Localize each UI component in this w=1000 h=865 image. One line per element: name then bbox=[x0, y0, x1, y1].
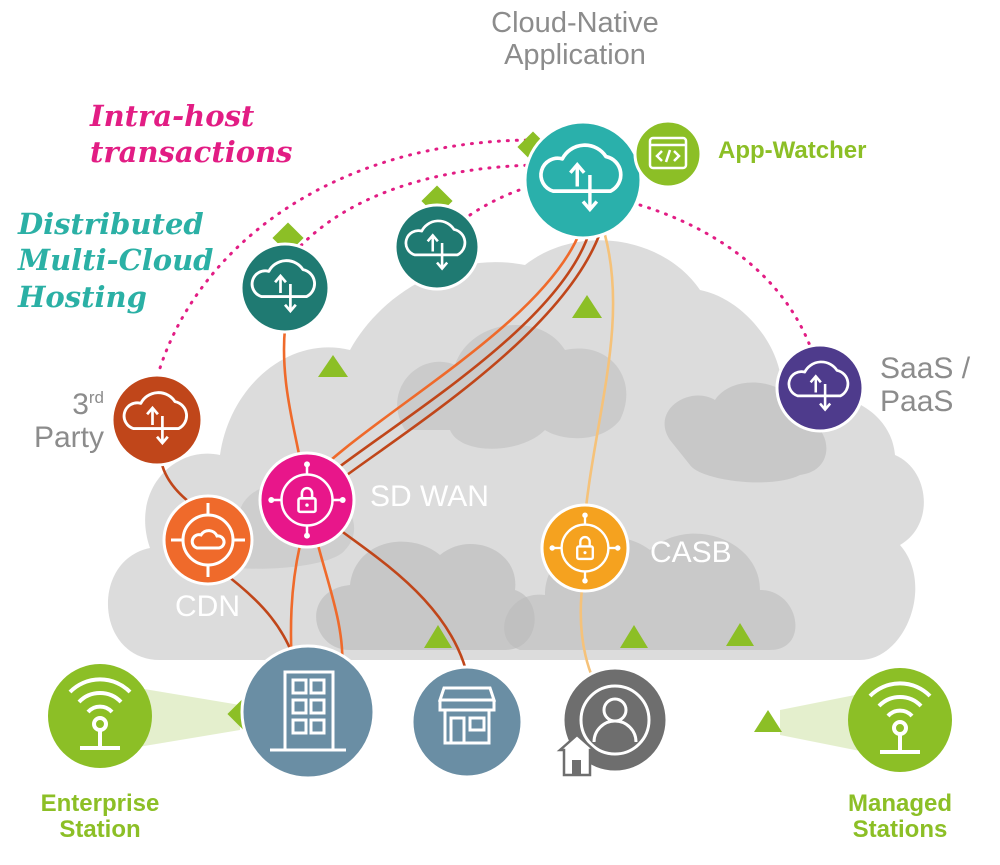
managed-line-2: Stations bbox=[852, 816, 948, 844]
casb-node[interactable] bbox=[540, 503, 630, 593]
enterprise-line-2: Station bbox=[59, 816, 141, 844]
storefront-icon bbox=[437, 686, 497, 745]
intra-host-line-1: Intra-host bbox=[90, 99, 255, 133]
app-watcher-node[interactable] bbox=[633, 119, 703, 189]
sd-wan-label: SD WAN bbox=[370, 480, 489, 513]
remote-user-node[interactable] bbox=[556, 666, 669, 777]
home-icon bbox=[556, 733, 598, 777]
third-party-label: 3rd Party bbox=[22, 388, 104, 454]
casb-label: CASB bbox=[650, 536, 732, 569]
enterprise-beam bbox=[120, 685, 240, 750]
distributed-label: Distributed Multi-Cloud Hosting bbox=[18, 206, 213, 315]
cdn-label: CDN bbox=[175, 590, 240, 623]
saas-node[interactable] bbox=[775, 343, 865, 433]
intra-host-links bbox=[153, 138, 817, 387]
storefront-node[interactable] bbox=[410, 665, 524, 779]
third-party-node[interactable] bbox=[110, 373, 204, 467]
office-building-node[interactable] bbox=[240, 644, 376, 780]
saas-line-2: PaaS bbox=[880, 385, 954, 418]
user-icon bbox=[579, 684, 651, 756]
office-building-icon bbox=[270, 670, 346, 752]
distributed-line-3: Hosting bbox=[18, 279, 147, 314]
sensor-triangle-icon bbox=[318, 355, 348, 377]
sensor-triangle-icon bbox=[572, 295, 602, 318]
third-party-suffix: rd bbox=[88, 388, 104, 407]
managed-station-node[interactable] bbox=[848, 668, 952, 772]
distributed-line-1: Distributed bbox=[18, 207, 204, 241]
code-window-icon bbox=[648, 136, 688, 170]
intra-host-line-2: transactions bbox=[90, 135, 293, 170]
intra-host-label: Intra-host transactions bbox=[90, 98, 293, 171]
enterprise-station-label: Enterprise Station bbox=[20, 790, 180, 844]
network-cloud-icon bbox=[171, 503, 245, 577]
saas-line-1: SaaS / bbox=[880, 352, 971, 385]
background-clouds bbox=[107, 240, 924, 660]
cloud-node-dark-2[interactable] bbox=[239, 242, 331, 334]
sensor-triangle-icon bbox=[754, 710, 782, 732]
sensor-triangle-icon bbox=[726, 623, 754, 646]
enterprise-line-1: Enterprise bbox=[40, 790, 160, 817]
sensor-triangle-icon bbox=[620, 625, 648, 648]
enterprise-station-node[interactable] bbox=[48, 664, 152, 768]
title-line-1: Cloud-Native bbox=[491, 7, 659, 39]
diagram-title: Cloud-Native Application bbox=[455, 7, 695, 72]
sensor-triangle-icon bbox=[424, 625, 452, 648]
connection-links bbox=[158, 229, 615, 701]
app-watcher-label: App-Watcher bbox=[718, 137, 867, 164]
title-line-2: Application bbox=[504, 38, 646, 71]
managed-line-1: Managed bbox=[847, 790, 952, 817]
third-party-number: 3 bbox=[72, 388, 89, 421]
cloud-node-dark-1[interactable] bbox=[393, 203, 481, 291]
third-party-line-2: Party bbox=[33, 421, 104, 454]
cdn-node[interactable] bbox=[162, 494, 254, 586]
distributed-line-2: Multi-Cloud bbox=[18, 243, 214, 278]
cloud-native-node[interactable] bbox=[523, 120, 643, 240]
managed-stations-label: Managed Stations bbox=[820, 790, 980, 844]
sd-wan-node[interactable] bbox=[258, 451, 356, 549]
saas-label: SaaS / PaaS bbox=[880, 352, 970, 418]
